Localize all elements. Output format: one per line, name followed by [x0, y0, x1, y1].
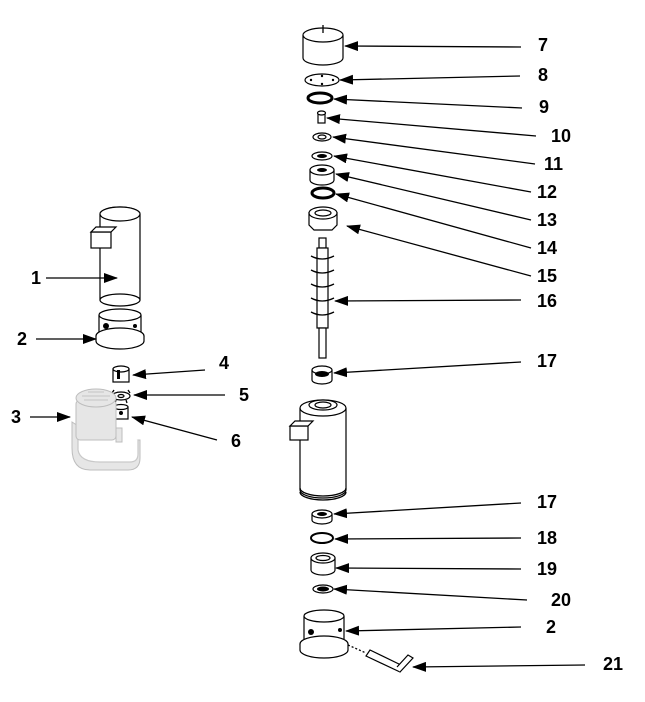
stator-body — [288, 399, 347, 501]
callout-10: 10 — [551, 126, 571, 146]
coupling-part-4 — [112, 365, 130, 383]
callout-4: 4 — [219, 353, 229, 373]
callout-7: 7 — [538, 35, 548, 55]
ring-part-9 — [306, 91, 334, 105]
callout-18: 18 — [537, 528, 557, 548]
callout-15: 15 — [537, 266, 557, 286]
bearing-part-20 — [312, 584, 334, 594]
callout-6: 6 — [231, 431, 241, 451]
seal-part-14 — [310, 186, 336, 200]
motor-part-3 — [71, 388, 141, 471]
callout-8: 8 — [538, 65, 548, 85]
left-pump-body-part-1 — [89, 206, 141, 307]
leader-lines — [30, 41, 586, 672]
callout-11: 11 — [544, 154, 563, 174]
plate-part-8 — [304, 73, 340, 87]
callout-5: 5 — [239, 385, 249, 405]
callout-1: 1 — [31, 268, 41, 288]
base-flange-part-2-bottom — [299, 609, 349, 659]
washer-part-12 — [311, 151, 333, 161]
callout-17-top: 17 — [537, 351, 557, 371]
callout-2: 2 — [17, 329, 27, 349]
callout-2-bottom: 2 — [546, 617, 556, 637]
housing-part-15 — [308, 206, 338, 231]
callout-17-bottom: 17 — [537, 492, 557, 512]
callout-21: 21 — [603, 654, 623, 674]
cap-part-7 — [302, 25, 344, 66]
o-ring-part-18 — [310, 532, 334, 544]
left-base-flange-part-2 — [95, 308, 145, 350]
callout-20: 20 — [551, 590, 571, 610]
callout-9: 9 — [539, 97, 549, 117]
seal-part-17-top — [311, 365, 333, 385]
callout-14: 14 — [537, 238, 557, 258]
screw-part-10 — [316, 110, 327, 124]
bearing-part-13 — [309, 164, 335, 186]
callout-labels: 1 2 3 4 5 6 7 8 9 10 11 12 13 14 15 16 1… — [11, 35, 623, 674]
callout-3: 3 — [11, 407, 21, 427]
callout-16: 16 — [537, 291, 557, 311]
allen-key-part-21 — [347, 644, 414, 673]
screw-shaft-part-16 — [310, 237, 335, 359]
washer-part-11 — [312, 132, 332, 142]
bushing-part-19 — [310, 552, 336, 576]
callout-19: 19 — [537, 559, 557, 579]
seal-part-17-bottom — [311, 509, 333, 525]
callout-13: 13 — [537, 210, 557, 230]
callout-12: 12 — [537, 182, 557, 202]
